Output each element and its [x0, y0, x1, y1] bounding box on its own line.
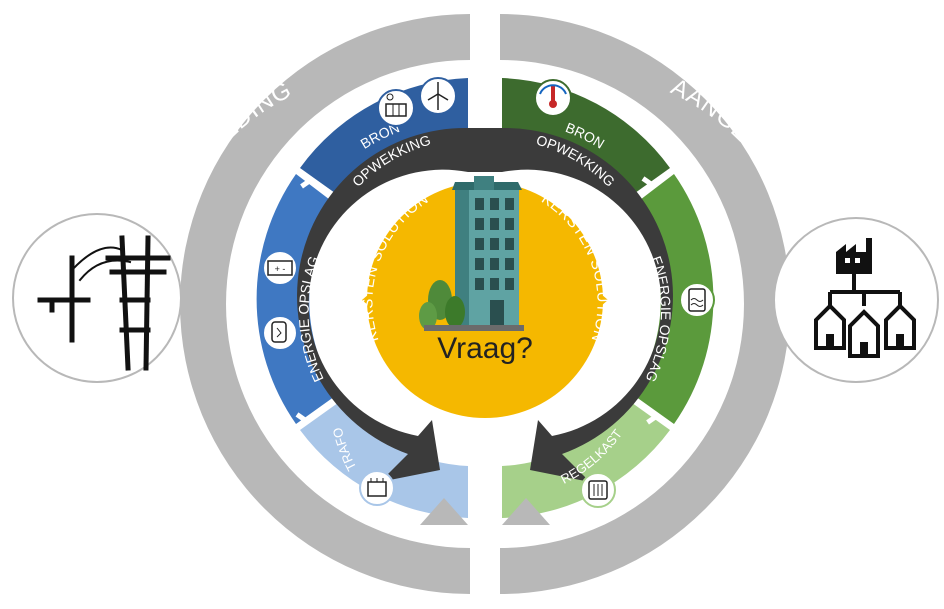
- factory-houses-icon: [773, 217, 939, 383]
- svg-text:+ -: + -: [275, 264, 286, 274]
- right-bottom-arrow: [502, 498, 550, 525]
- control-panel-icon: [580, 472, 616, 508]
- power-pylon-icon: [12, 213, 182, 383]
- heat-tank-icon: [679, 282, 715, 318]
- thermometer-icon: [534, 79, 572, 117]
- left-bottom-arrow: [420, 498, 468, 525]
- right-arrow: [594, 288, 608, 312]
- wind-turbine-icon: [419, 77, 457, 115]
- battery-icon: + -: [262, 250, 298, 286]
- left-arrow: [362, 288, 376, 312]
- solar-panel-icon: [377, 89, 415, 127]
- building-icon: [419, 176, 524, 331]
- center-label: Vraag?: [437, 332, 533, 365]
- ring-dashes: [295, 176, 661, 425]
- inner-dark-ring: [297, 127, 673, 482]
- power-bank-icon: [262, 315, 298, 351]
- transformer-icon: [359, 470, 395, 506]
